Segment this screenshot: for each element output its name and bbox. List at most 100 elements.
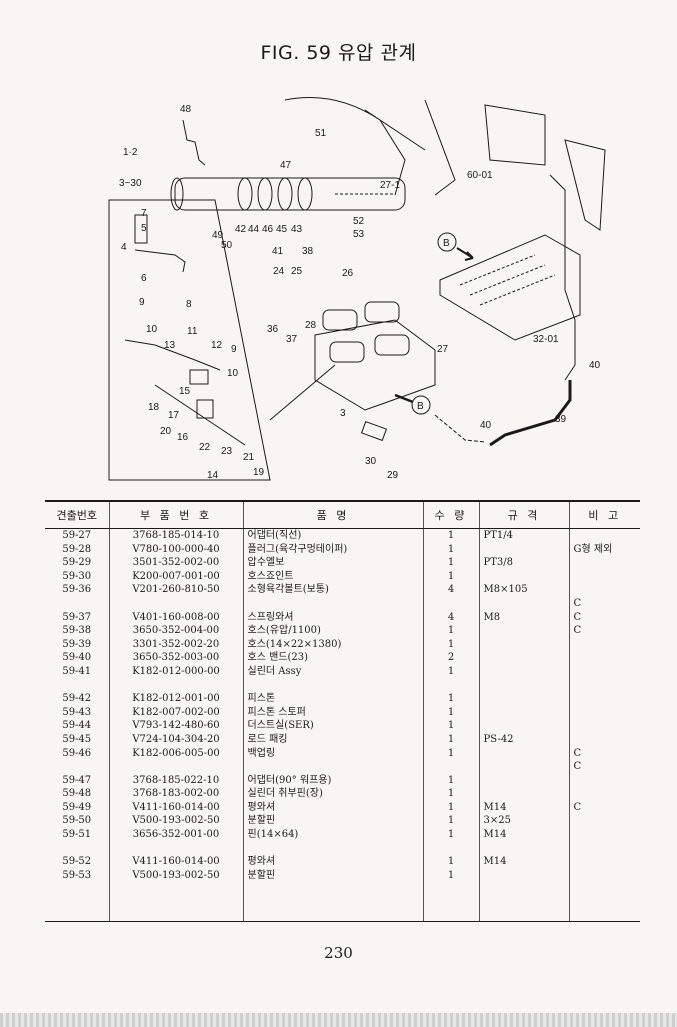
cell-spec: [478, 787, 569, 801]
callout: 11: [187, 326, 198, 337]
callout: 43: [291, 224, 303, 235]
cell-quantity: 1: [422, 814, 479, 829]
cell-quantity: 1: [422, 719, 479, 733]
callout: 13: [164, 340, 176, 351]
callout: 50: [221, 240, 233, 251]
cell-ref-no: 59-36: [62, 584, 92, 596]
cell-part-name: 호스죠인트: [242, 569, 423, 584]
hydraulic-exploded-diagram: 48 1·2 3~30 51 47 27-1 60-01 49 42 44 46…: [108, 97, 606, 481]
cell-ref-no: 59-43: [62, 706, 92, 718]
callout: 8: [186, 299, 192, 310]
cell-ref-no: 59-44: [62, 720, 92, 732]
cell-ref-no: [45, 760, 109, 774]
cell-quantity: 2: [422, 651, 479, 665]
callout: 19: [253, 467, 265, 478]
cell-part-name: 더스트실(SER): [242, 719, 423, 733]
cell-part-no: V724-104-304-20: [108, 732, 243, 747]
cell-remarks: G형 제외: [568, 542, 640, 557]
callout: 30: [365, 456, 377, 467]
cell-quantity: 1: [422, 800, 479, 815]
cell-quantity: 1: [422, 528, 479, 543]
callout: 10: [146, 324, 158, 335]
cell-remarks: [568, 787, 640, 801]
cell-spec: [478, 841, 569, 856]
callout: 32-01: [533, 334, 559, 345]
callout: 49: [212, 230, 224, 241]
cell-spec: PT3/8: [478, 556, 569, 570]
callout: B: [443, 238, 450, 249]
cell-remarks: C: [568, 596, 640, 611]
cell-part-name: 분할핀: [242, 868, 423, 922]
callout: B: [417, 401, 424, 412]
callout: 3: [340, 408, 346, 419]
cell-part-no: 3768-185-014-10: [108, 528, 243, 543]
callout: 14: [207, 470, 219, 481]
cell-quantity: [422, 841, 479, 856]
cell-ref-no: 59-53: [45, 868, 109, 922]
callout: 47: [280, 160, 292, 171]
cell-part-name: 호스(14×22×1380): [242, 637, 423, 652]
cell-part-no: V401-160-008-00: [108, 610, 243, 625]
cell-part-no: 3650-352-004-00: [108, 624, 243, 638]
cell-remarks: [568, 528, 640, 543]
cell-quantity: 1: [422, 569, 479, 584]
cell-ref-no: 59-51: [62, 829, 92, 841]
cell-remarks: [568, 868, 640, 922]
callout: 44: [248, 224, 260, 235]
cell-remarks: [568, 705, 640, 720]
callout: 40: [589, 360, 601, 371]
callout: 22: [199, 442, 211, 453]
cell-spec: [478, 596, 569, 611]
cell-part-no: K200-007-001-00: [108, 569, 243, 584]
cell-quantity: [422, 678, 479, 693]
cell-remarks: [568, 556, 640, 570]
callout: 53: [353, 229, 365, 240]
cell-spec: [478, 542, 569, 557]
cell-quantity: 1: [422, 624, 479, 638]
cell-part-no: [108, 841, 243, 856]
cell-part-name: 실린더 취부핀(장): [242, 787, 423, 801]
cell-remarks: [568, 678, 640, 693]
cell-ref-no: 59-28: [62, 543, 92, 555]
header-remarks: 비 고: [568, 500, 640, 529]
cell-spec: [478, 678, 569, 693]
cell-spec: [478, 651, 569, 665]
callout: 36: [267, 324, 279, 335]
callout: 51: [315, 128, 327, 139]
cell-part-name: 호스(유압/1100): [242, 624, 423, 638]
callout: 41: [272, 246, 284, 257]
cell-part-name: 어댑터(90° 워프용): [242, 773, 423, 788]
callout: 20: [160, 426, 172, 437]
cell-part-no: [108, 678, 243, 693]
callout: 12: [211, 340, 223, 351]
cell-part-no: [108, 596, 243, 611]
callout: 29: [387, 470, 399, 481]
cell-part-no: V500-193-002-50: [108, 868, 243, 922]
callout: 60-01: [467, 170, 493, 181]
cell-remarks: C: [568, 760, 640, 774]
cell-ref-no: 59-40: [62, 652, 92, 664]
cell-part-no: V411-160-014-00: [108, 855, 243, 869]
callout: 46: [262, 224, 274, 235]
cell-ref-no: [45, 842, 109, 856]
header-part-no: 부 품 번 호: [108, 500, 243, 529]
table-row: C: [45, 596, 640, 611]
cell-part-name: [242, 841, 423, 856]
callout: 27: [437, 344, 449, 355]
cell-ref-no: 59-29: [62, 557, 92, 569]
cell-part-no: 3501-352-002-00: [108, 556, 243, 570]
cell-spec: [478, 624, 569, 638]
cell-part-no: K182-006-005-00: [108, 746, 243, 761]
hose-39: [489, 380, 572, 447]
cell-part-name: 소형육각볼트(보통): [242, 583, 423, 597]
cell-part-name: 실린더 Assy: [242, 664, 423, 679]
cell-remarks: C: [568, 610, 640, 625]
cell-spec: PS-42: [478, 732, 569, 747]
cell-part-name: [242, 678, 423, 693]
